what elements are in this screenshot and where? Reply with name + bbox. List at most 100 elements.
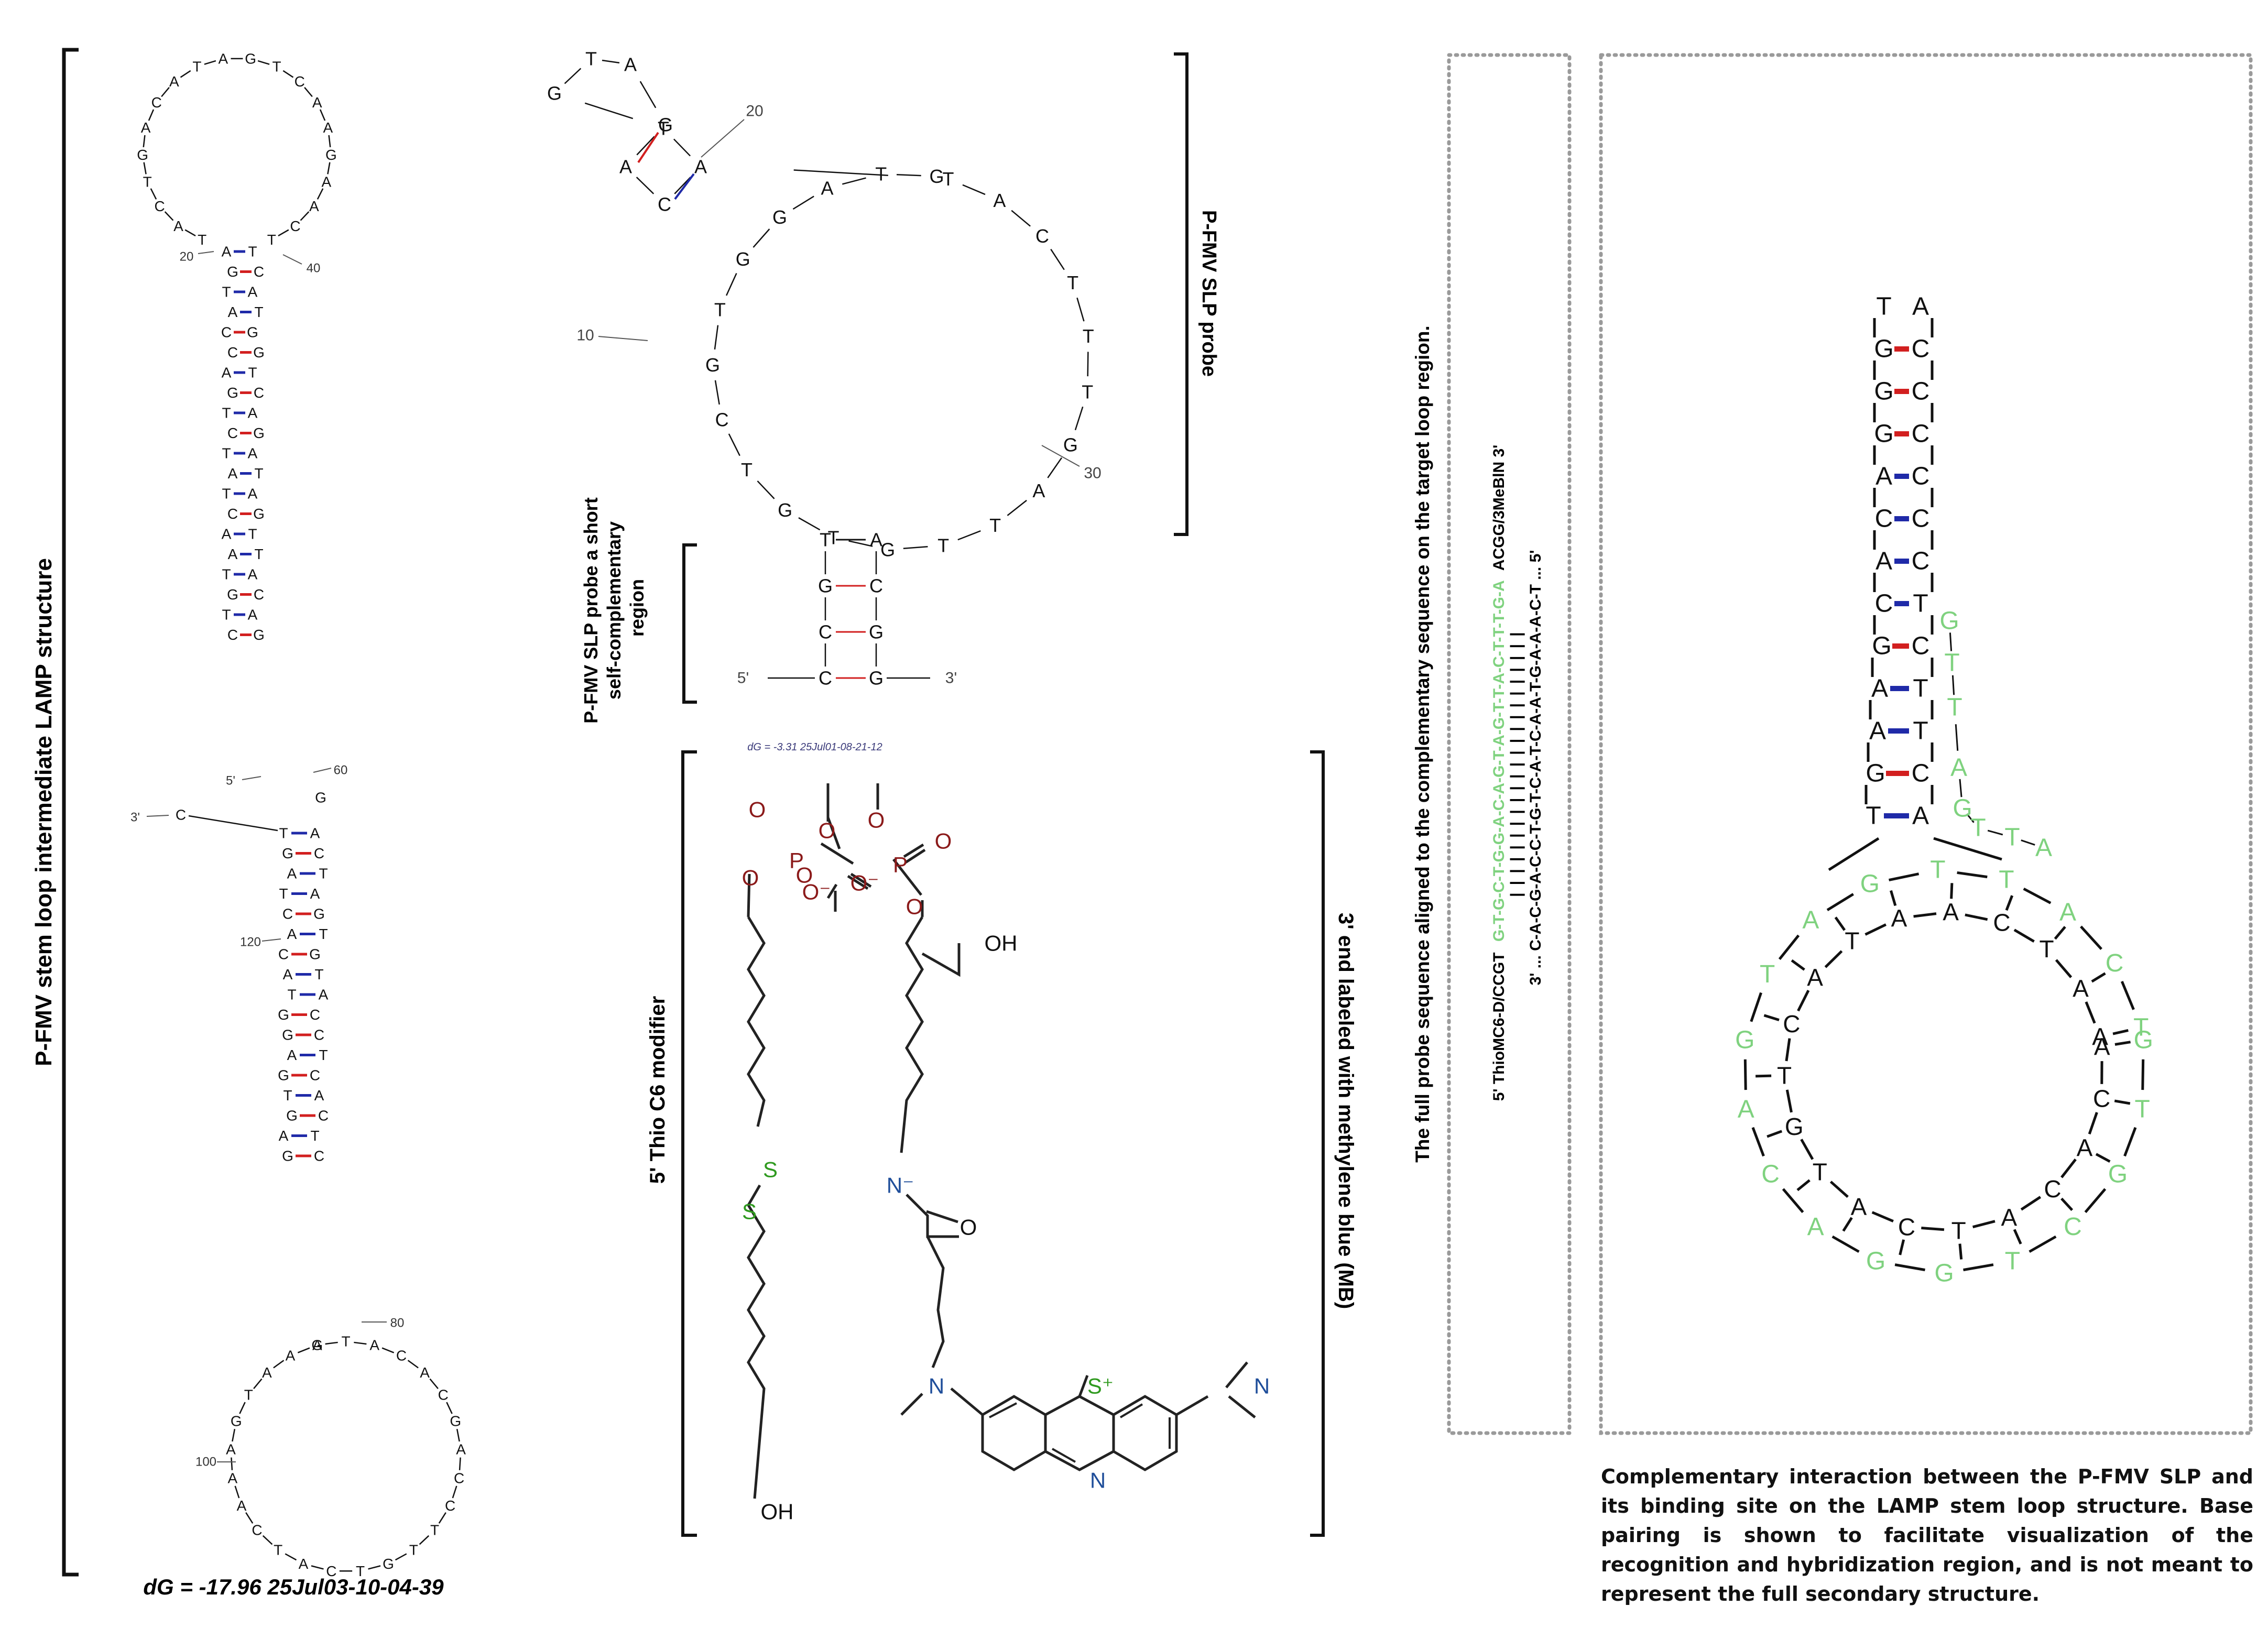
top-loop-base: A [219,50,228,67]
bottom-loop-base: A [262,1364,272,1381]
top-loop-base: T [198,232,206,248]
slp-loop-base: G [880,539,895,561]
bottom-loop-base: A [312,1337,322,1353]
slp-small-loop-base: T [585,48,597,70]
ring-target-base: A [2077,1134,2093,1162]
ring-inner-backbone [1800,1139,1814,1160]
atom-label: P [789,848,804,873]
ring-outer-backbone [1750,992,1762,1022]
bottom-loop-base: A [286,1348,296,1364]
slp-loop-base: G [705,354,720,376]
pair-ticks: ||||||||||||||||||||||| [1508,625,1525,897]
lower-stem-base-left: G [286,1108,298,1124]
lower-stem-base-left: T [283,1087,292,1103]
ring-probe-base: A [2059,898,2076,926]
ring-rung [1796,1179,1811,1192]
hybrid-stem-base-left: G [1872,632,1891,660]
ring-probe-base: T [1760,960,1775,988]
position-number: 60 [334,763,348,778]
ring-target-base: A [2094,1033,2110,1060]
bottom-loop-backbone [253,1378,263,1390]
ring-inner-backbone [2013,928,2035,943]
top-loop-backbone [319,109,326,121]
slp-loop-backbone [896,174,921,177]
bottom-loop-backbone [354,1341,367,1345]
position-number: 120 [240,935,261,949]
lower-stem-base-left: T [279,886,288,902]
atom-label: S [763,1157,778,1182]
probe-tail-backbone [1955,724,1959,751]
ring-outer-backbone [1831,1235,1860,1253]
top-loop-base: T [143,173,152,190]
slp-stem-base-left: T [820,529,831,551]
bottom-loop-backbone [285,1553,297,1561]
lower-stem-base-left: A [283,966,293,982]
upper-stem-base-right: C [254,385,264,401]
slp-number-10: 10 [576,327,594,344]
slp-number-tick [1041,445,1080,467]
lamp-bracket-label: P-FMV stem loop intermediate LAMP struct… [31,558,57,1066]
ring-probe-base: G [2134,1026,2153,1054]
top-loop-backbone [180,70,191,78]
upper-stem-base-left: C [227,506,238,522]
top-loop-backbone [282,70,294,78]
slp-small-loop-base: G [658,114,673,136]
top-loop-backbone [148,109,155,121]
probe-tail-base: G [1953,795,1972,823]
probe-tail-base: T [2004,824,2020,851]
slp-loop-backbone [728,433,740,456]
alignment-box [1447,53,1572,1435]
bottom-loop-base: A [228,1470,238,1487]
bottom-loop-backbone [297,1347,310,1353]
top-loop-backbone [164,211,174,221]
mb-bracket [1310,750,1325,1537]
slp-loop-backbone [798,517,821,531]
bottom-loop-backbone [368,1565,381,1570]
bottom-loop-backbone [381,1347,395,1353]
bottom-loop-base: G [450,1413,461,1429]
probe-prefix: 5' ThioMC6-D/CCGT [1490,953,1508,1101]
lower-stem-base-right: T [319,1047,328,1063]
lower-stem-base-right: C [314,1148,324,1164]
ring-inner-backbone [1785,1089,1793,1113]
hybrid-stem-base-left: A [1876,463,1892,490]
slp-loop-backbone [757,480,775,499]
ring-rung [2013,1229,2022,1244]
upper-stem-base-right: G [253,627,265,643]
bottom-loop-base: C [252,1522,262,1538]
top-loop-backbone [317,188,324,200]
hybrid-caption: Complementary interaction between the P-… [1601,1465,2253,1605]
upper-stem-base-right: G [253,506,265,522]
ring-rung [2095,1153,2111,1163]
ring-inner-backbone [1824,950,1843,968]
ring-inner-backbone [2085,1001,2096,1024]
self-region-label: P-FMV SLP probe a short self-complementa… [580,492,648,723]
atom-label: N [1090,1468,1106,1493]
ring-outer-backbone [2084,1188,2107,1214]
upper-stem-base-right: A [248,284,258,300]
top-loop-backbone [300,211,310,221]
lower-stem-base-left: T [279,825,288,842]
lamp-bracket [62,48,79,1577]
lower-stem-base-right: G [313,906,325,922]
slp-loop-base: A [821,177,834,199]
ring-probe-base: A [1807,1213,1824,1241]
ring-rung [1763,1014,1780,1022]
top-loop-base: A [309,198,319,214]
atom-label: O [796,863,813,888]
slp-bracket [1174,52,1188,536]
lone-base-g: G [315,790,326,806]
slp-panel: P-FMV SLP probe P-FMV SLP probe a short … [547,48,1220,753]
bottom-loop-base: A [299,1556,309,1572]
lower-stem-base-left: A [279,1128,289,1144]
slp-loop-backbone [793,169,888,177]
slp-loop-backbone [714,380,720,405]
ring-inner-backbone [1829,1181,1849,1198]
lower-stem-base-left: G [278,1067,289,1084]
ring-inner-backbone [1864,923,1887,936]
ring-target-base: C [1783,1010,1800,1037]
slp-small-loop-base: G [547,83,562,104]
ring-target-base: A [2092,1023,2108,1050]
slp-number-20: 20 [746,103,763,120]
